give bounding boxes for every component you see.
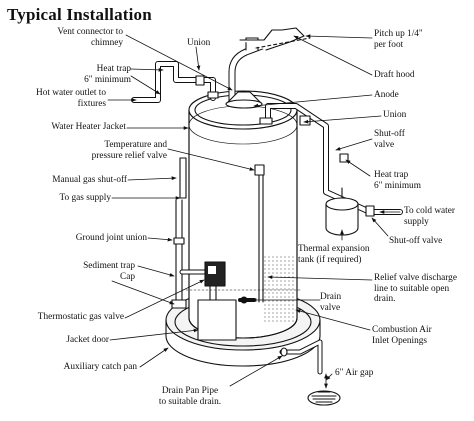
expansion-tank	[325, 187, 359, 236]
label-shutoff-valve: Shut-off valve	[374, 129, 405, 150]
label-ground-joint-union: Ground joint union	[75, 233, 147, 243]
label-union-right: Union	[383, 110, 407, 120]
label-draft-hood: Draft hood	[374, 70, 415, 80]
label-to-gas-supply: To gas supply	[59, 193, 111, 203]
label-sediment-trap: Sediment trap Cap	[83, 261, 135, 282]
draft-hood-vent	[225, 27, 311, 109]
label-relief-valve-discharge: Relief valve discharge line to suitable …	[374, 273, 457, 304]
jacket-door	[197, 299, 237, 341]
label-cold-water-supply: To cold water supply	[404, 206, 455, 227]
label-combustion-air: Combustion Air Inlet Openings	[372, 325, 432, 346]
page-title: Typical Installation	[7, 5, 152, 24]
floor-drain	[307, 390, 341, 406]
relief-discharge-line	[254, 164, 265, 303]
label-heat-trap-left: Heat trap 6" minimum	[84, 64, 131, 85]
label-hot-water-outlet: Hot water outlet to fixtures	[36, 88, 106, 109]
label-thermal-expansion-tank: Thermal expansion tank (if required)	[298, 244, 370, 265]
label-pitch-up: Pitch up 1/4" per foot	[374, 29, 423, 50]
label-temp-pressure-valve: Temperature and pressure relief valve	[91, 140, 167, 161]
label-anode: Anode	[374, 90, 399, 100]
label-shutoff-valve-bottom: Shut-off valve	[389, 236, 443, 246]
label-jacket-door: Jacket door	[66, 335, 109, 345]
label-vent-connector: Vent connector to chimney	[57, 27, 123, 48]
label-auxiliary-catch-pan: Auxiliary catch pan	[63, 362, 137, 372]
label-union-top: Union	[187, 38, 211, 48]
label-air-gap: 6" Air gap	[335, 368, 374, 378]
drain-pan-pipe	[279, 339, 323, 375]
label-thermostatic-gas-valve: Thermostatic gas valve	[37, 312, 124, 322]
gas-supply-line	[171, 157, 207, 309]
label-water-heater-jacket: Water Heater Jacket	[51, 122, 126, 132]
label-heat-trap-right: Heat trap 6" minimum	[374, 170, 421, 191]
label-drain-pan-pipe: Drain Pan Pipe to suitable drain.	[158, 386, 222, 407]
label-manual-gas-shutoff: Manual gas shut-off	[52, 175, 127, 185]
leader-lines	[107, 34, 401, 387]
label-drain-valve: Drain valve	[320, 292, 342, 313]
